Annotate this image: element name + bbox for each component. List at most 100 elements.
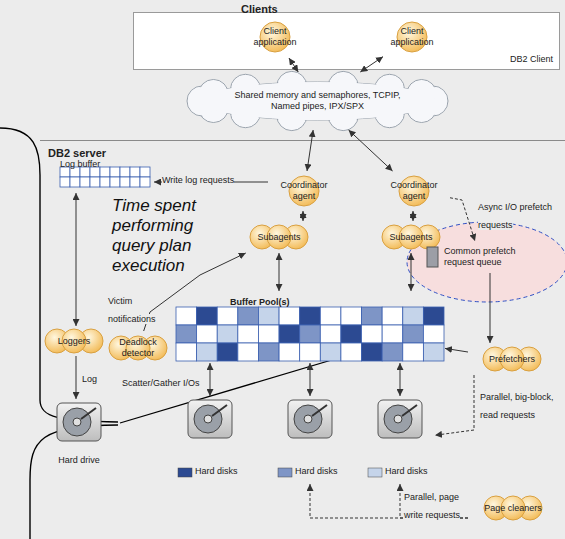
text-holder: Hard disks (295, 460, 345, 478)
flow-arrow (445, 348, 468, 352)
node-label: Coordinator agent (378, 180, 450, 202)
request-arrow (435, 375, 474, 435)
process-circle: Coordinator agent (378, 171, 450, 211)
buffer-pool: Buffer Pool(s) (175, 291, 445, 363)
process-circle: Coordinator agent (268, 171, 340, 211)
edge-label: Async I/O prefetch requests (478, 202, 552, 230)
text-holder: Shared memory and semaphores, TCPIP, Nam… (220, 72, 415, 130)
label-holder: Parallel, page write requests (404, 486, 468, 522)
request-arrow (400, 484, 468, 518)
clients-box: Client applicationClient applicationClie… (133, 12, 560, 70)
node-label: Page cleaners (484, 503, 542, 514)
label-holder: Victim notifications (108, 290, 166, 326)
text-holder: Subagents (240, 221, 318, 253)
node-label: Subagents (257, 232, 300, 243)
text-holder: Loggers (44, 326, 104, 356)
text-holder: Clients (241, 0, 278, 17)
text-holder: DB2 Client (510, 48, 553, 66)
edge-label: Parallel, big-block, read requests (480, 392, 554, 420)
annotation-bracket (0, 128, 118, 422)
text-holder: Client application (383, 16, 441, 58)
node-label: Deadlock detector (106, 337, 170, 359)
annotation-note: Time spent performing query plan executi… (112, 196, 196, 275)
flow-arrow (210, 363, 211, 396)
edge-label: Victim notifications (108, 296, 156, 324)
node-label: DB2 Client (510, 54, 553, 64)
flow-arrow (411, 253, 412, 291)
text-holder: DB2 server (48, 143, 106, 161)
node-label: Shared memory and semaphores, TCPIP, Nam… (220, 90, 415, 112)
label-holder: Log (82, 368, 104, 386)
node-label: Loggers (58, 336, 91, 347)
annotation-bracket (30, 425, 118, 539)
process-circle: Client application (246, 16, 304, 58)
process-cluster: Page cleaners (468, 491, 558, 525)
label-holder: Parallel, big-block, read requests (480, 386, 560, 422)
text-holder: Coordinator agent (268, 171, 340, 211)
node-label: Buffer Pool(s) (230, 297, 290, 307)
flow-arrow (349, 130, 393, 171)
process-circle: Client application (383, 16, 441, 58)
node-label: Client application (246, 26, 304, 48)
flow-arrow (154, 182, 268, 183)
group-title: Clients (241, 3, 278, 15)
disk-icon (288, 400, 332, 438)
node-label: Prefetchers (489, 354, 535, 365)
node-label: Client application (383, 26, 441, 48)
request-arrow (310, 484, 468, 518)
node-label: Hard disks (295, 466, 338, 476)
queue-box: Common prefetch request queue (422, 241, 538, 273)
disk-drive: Hard disks (365, 396, 435, 484)
text-holder: Hard drive (48, 449, 110, 467)
edge-label: Parallel, page write requests (404, 492, 460, 520)
process-cluster: Prefetchers (468, 343, 556, 375)
node-label: Hard drive (58, 455, 100, 465)
edge-label: Log (82, 374, 97, 384)
node-label: Log buffer (60, 159, 100, 169)
log-buffer: Log buffer (58, 153, 154, 193)
disk-icon (378, 400, 422, 438)
text-holder: Prefetchers (468, 343, 556, 375)
text-holder: Client application (246, 16, 304, 58)
text-holder: Buffer Pool(s) (230, 291, 290, 309)
node-label: Common prefetch request queue (444, 246, 536, 268)
label-holder: Time spent performing query plan executi… (112, 196, 232, 276)
flow-arrow (490, 273, 491, 343)
flow-arrow (310, 363, 311, 396)
group-title: DB2 server (48, 147, 106, 159)
node-label: Hard disks (385, 466, 428, 476)
text-holder: Hard disks (195, 460, 245, 478)
disk-drive: Hard disks (175, 396, 245, 484)
label-holder: Scatter/Gather I/Os (122, 372, 206, 390)
node-label: Hard disks (195, 466, 238, 476)
flow-arrow (279, 253, 280, 291)
flow-arrow (303, 211, 304, 221)
shape-graphic (175, 291, 445, 363)
process-cluster: Subagents (240, 221, 318, 253)
disk-icon (57, 403, 101, 441)
text-holder: Hard disks (385, 460, 435, 478)
text-holder: Common prefetch request queue (444, 241, 536, 273)
label-holder: Write log requests (162, 169, 244, 187)
disk-drive: Hard drive (48, 399, 110, 469)
disk-icon (188, 400, 232, 438)
disk-drive: Hard disks (275, 396, 345, 484)
flow-arrow (400, 363, 401, 396)
process-cluster: Loggers (44, 326, 104, 356)
flow-arrow (76, 193, 77, 326)
request-arrow (450, 198, 475, 241)
label-holder: Async I/O prefetch requests (478, 196, 560, 232)
text-holder: Page cleaners (468, 491, 558, 525)
flow-arrow (144, 253, 246, 331)
process-cluster: Deadlock detector (106, 331, 170, 365)
edge-label: Scatter/Gather I/Os (122, 378, 200, 388)
flow-arrow (307, 130, 313, 171)
text-holder: Deadlock detector (106, 331, 170, 365)
flow-arrow (413, 211, 414, 221)
flow-arrow (289, 58, 298, 72)
flow-arrow (360, 57, 383, 72)
node-label: Coordinator agent (268, 180, 340, 202)
edge-label: Write log requests (162, 175, 234, 185)
network-cloud: Shared memory and semaphores, TCPIP, Nam… (180, 72, 455, 130)
